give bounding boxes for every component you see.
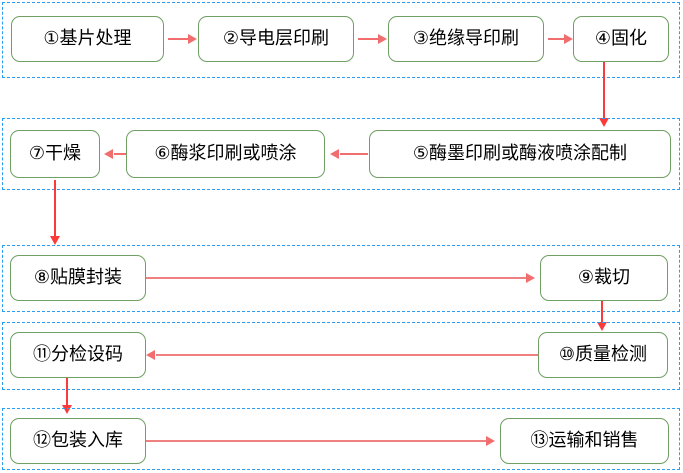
edge-7-to-8-arrowhead: [50, 236, 60, 245]
band-2: [2, 118, 680, 190]
node-9-cutting[interactable]: ⑨裁切: [540, 255, 668, 301]
edge-6-to-7: [114, 153, 126, 155]
band-1: [2, 2, 680, 78]
node-6-enzyme-paste-printing-or-spraying[interactable]: ⑥酶浆印刷或喷涂: [126, 130, 325, 178]
band-3: [2, 245, 680, 312]
edge-11-to-12: [66, 378, 68, 408]
edge-10-to-11-arrowhead: [146, 350, 155, 360]
node-13-transport-and-sales[interactable]: ⑬运输和销售: [500, 418, 669, 464]
edge-11-to-12-arrowhead: [62, 405, 72, 414]
edge-9-to-10-arrowhead: [597, 322, 607, 331]
edge-4-to-5: [603, 62, 605, 120]
edge-2-to-3-arrowhead: [378, 34, 387, 44]
node-12-packaging-and-warehousing[interactable]: ⑫包装入库: [10, 418, 146, 464]
node-10-quality-inspection[interactable]: ⑩质量检测: [538, 332, 668, 378]
node-11-sorting-and-coding[interactable]: ⑪分检设码: [10, 332, 146, 378]
node-4-curing[interactable]: ④固化: [573, 16, 669, 62]
band-4: [2, 322, 680, 390]
node-8-film-lamination-packaging[interactable]: ⑧贴膜封装: [10, 255, 146, 301]
edge-3-to-4: [548, 38, 566, 40]
node-3-insulation-printing[interactable]: ③绝缘导印刷: [388, 16, 544, 62]
edge-5-to-6-arrowhead: [330, 149, 339, 159]
node-7-drying[interactable]: ⑦干燥: [10, 130, 100, 178]
node-1-substrate-processing[interactable]: ①基片处理: [11, 16, 164, 62]
edge-7-to-8: [54, 180, 56, 238]
edge-12-to-13: [146, 440, 488, 442]
edge-8-to-9-arrowhead: [526, 273, 535, 283]
edge-5-to-6: [340, 153, 368, 155]
edge-4-to-5-arrowhead: [599, 118, 609, 127]
edge-1-to-2: [168, 38, 190, 40]
node-5-enzyme-ink-printing-or-enzyme-liquid-spraying[interactable]: ⑤酶墨印刷或酶液喷涂配制: [369, 130, 671, 178]
edge-12-to-13-arrowhead: [486, 436, 495, 446]
band-5: [2, 408, 680, 470]
edge-2-to-3: [358, 38, 380, 40]
edge-6-to-7-arrowhead: [104, 149, 113, 159]
edge-9-to-10: [601, 301, 603, 325]
edge-3-to-4-arrowhead: [564, 34, 573, 44]
edge-8-to-9: [146, 277, 528, 279]
edge-10-to-11: [156, 354, 538, 356]
node-2-conductive-layer-printing[interactable]: ②导电层印刷: [198, 16, 354, 62]
edge-1-to-2-arrowhead: [188, 34, 197, 44]
